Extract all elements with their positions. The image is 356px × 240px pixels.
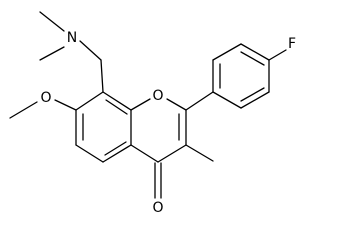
bond-c2-aryl — [185, 91, 214, 111]
nitrogen-label: N — [67, 30, 77, 46]
methoxy-oxygen-label: O — [40, 90, 51, 106]
bond-c7-c8 — [75, 91, 104, 111]
bond-ar-3 — [240, 43, 270, 61]
bond-ar-3-inner — [240, 51, 265, 66]
bond-ome-ch3 — [9, 101, 38, 119]
atom-labels: N O O O F — [40, 30, 296, 216]
bond-ar-2 — [212, 43, 242, 61]
bonds — [9, 11, 287, 199]
bond-ch2-c8 — [100, 59, 104, 93]
bond-c-f — [268, 49, 287, 61]
bond-n-ch2 — [79, 40, 102, 61]
bond-c4a-c5 — [102, 144, 132, 163]
structure-canvas: N O O O F — [9, 11, 296, 216]
carbonyl-oxygen-label: O — [152, 200, 163, 216]
bond-ar-5-inner — [240, 87, 265, 102]
bond-c3-methyl — [185, 144, 214, 162]
bond-c8-c8a — [102, 91, 132, 111]
bond-ar-6 — [212, 91, 242, 109]
bond-c4a-c5-inner — [104, 141, 127, 156]
bond-c5-c6 — [75, 144, 104, 163]
bond-c7-ome — [54, 99, 77, 111]
bond-nme-upper — [39, 11, 65, 32]
bond-c3-c4 — [157, 144, 187, 163]
bond-ar-5 — [240, 91, 270, 109]
bond-c8-c8a-inner — [105, 99, 128, 115]
fluorine-label: F — [288, 36, 296, 52]
bond-o1-c2 — [166, 98, 187, 111]
chemical-structure: N O O O F — [9, 11, 296, 216]
bond-c4-c4a — [130, 144, 159, 163]
bond-nme-lower — [39, 46, 65, 61]
bond-c8a-o1 — [130, 98, 151, 111]
ring-oxygen-label: O — [152, 88, 163, 104]
